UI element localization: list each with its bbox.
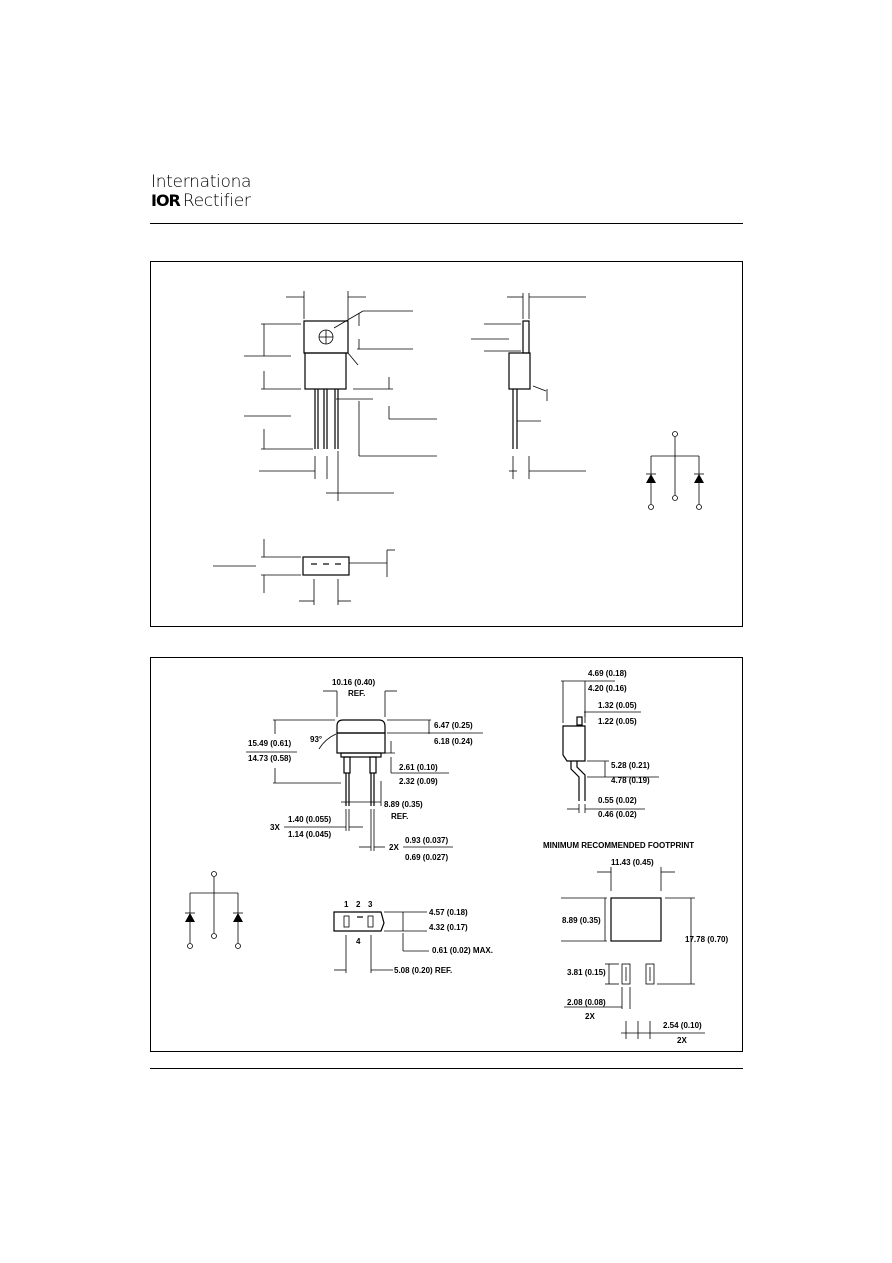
fp-pin: 3.81 (0.15) [567,968,606,977]
fp-2x-b: 2X [677,1036,687,1045]
fp-h: 17.78 (0.70) [685,935,728,944]
package-outline-drawing [213,291,704,605]
bot-ref: 5.08 (0.20) REF. [394,966,452,975]
side-body [562,716,586,801]
footprint-title: MINIMUM RECOMMENDED FOOTPRINT [543,841,694,850]
bottom-body [333,911,385,932]
dim-261: 2.61 (0.10) [399,763,438,772]
company-logo: Internationa IOR Rectifier [151,174,251,210]
dim-width-ref-suffix: REF. [348,689,365,698]
fp-pad: 8.89 (0.35) [562,916,601,925]
dim-tab-max: 6.47 (0.25) [434,721,473,730]
pin-3: 3 [368,900,373,909]
pin-4: 4 [356,937,361,946]
fp-2x-a: 2X [585,1012,595,1021]
dim-lead-ref-suffix: REF. [391,812,408,821]
fp-w: 11.43 (0.45) [611,858,654,867]
side-l-min: 0.46 (0.02) [598,810,637,819]
fp-pitch: 2.54 (0.10) [663,1021,702,1030]
dim-pin-max: 0.93 (0.037) [405,836,448,845]
front-view [244,291,437,501]
dim-height-min: 14.73 (0.58) [248,754,291,763]
dim-height-max: 15.49 (0.61) [248,739,291,748]
side-t-max: 1.32 (0.05) [598,701,637,710]
dim-angle: 93° [310,735,322,744]
footprint-pads [610,897,662,985]
front-body [336,719,386,806]
dim-2x: 2X [389,843,399,852]
footer-rule [150,1068,743,1069]
package-outline-panel [150,261,743,627]
dimension-drawing: 10.16 (0.40) REF. 15.49 (0.61) 14.73 (0.… [185,669,728,1045]
side-view [471,293,586,479]
pin-1: 1 [344,900,349,909]
bot-pin: 0.61 (0.02) MAX. [432,946,493,955]
dim-lead-ref: 8.89 (0.35) [384,800,423,809]
side-h-max: 5.28 (0.21) [611,761,650,770]
schematic-symbol [646,431,704,510]
dim-width-ref: 10.16 (0.40) [332,678,375,687]
side-l-max: 0.55 (0.02) [598,796,637,805]
side-w-max: 4.69 (0.18) [588,669,627,678]
logo-ior-mark: IOR [151,191,181,210]
dim-3x: 3X [270,823,280,832]
bottom-view [213,539,395,605]
dim-lead-w-min: 1.14 (0.045) [288,830,331,839]
schematic-symbol-2 [185,871,243,949]
bot-min: 4.32 (0.17) [429,923,468,932]
dim-232: 2.32 (0.09) [399,777,438,786]
pin-2: 2 [356,900,361,909]
fp-gap: 2.08 (0.08) [567,998,606,1007]
dim-lead-w-max: 1.40 (0.055) [288,815,331,824]
bot-max: 4.57 (0.18) [429,908,468,917]
dim-tab-min: 6.18 (0.24) [434,737,473,746]
logo-wordmark-bottom: Rectifier [182,191,251,211]
side-h-min: 4.78 (0.19) [611,776,650,785]
dimension-drawing-panel: 10.16 (0.40) REF. 15.49 (0.61) 14.73 (0.… [150,657,743,1052]
dim-pin-min: 0.69 (0.027) [405,853,448,862]
side-w-min: 4.20 (0.16) [588,684,627,693]
header-rule [150,223,743,224]
side-t-min: 1.22 (0.05) [598,717,637,726]
logo-wordmark-top: Internationa [151,172,252,192]
